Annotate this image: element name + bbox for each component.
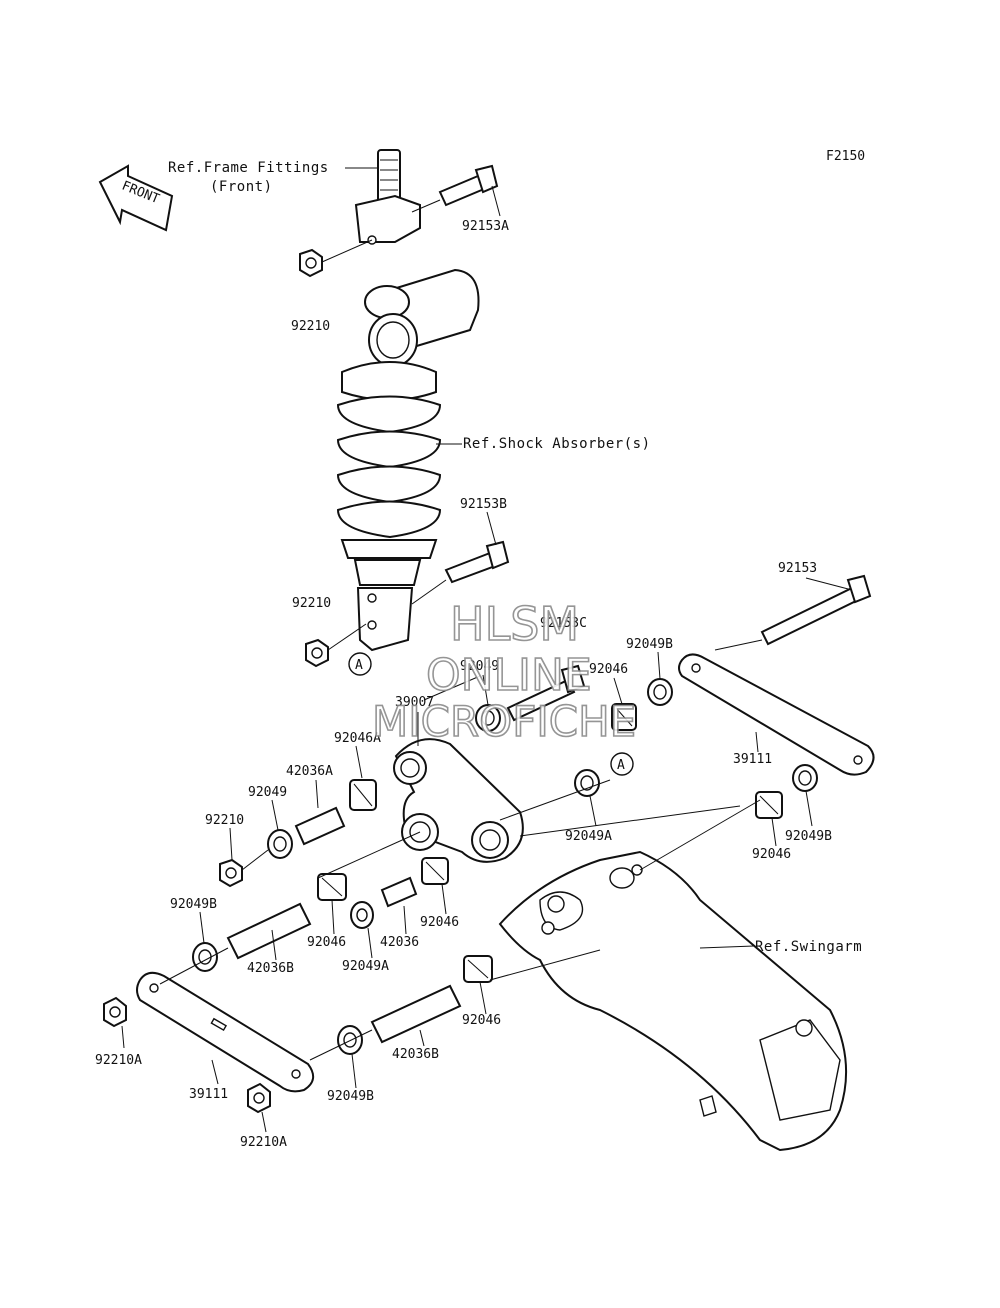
washer-92049b-right bbox=[792, 764, 818, 792]
ref-shock-absorber: Ref.Shock Absorber(s) bbox=[463, 436, 651, 452]
washer-92049b-lower bbox=[337, 1025, 363, 1055]
figure-code: F2150 bbox=[826, 149, 865, 164]
svg-text:A: A bbox=[617, 758, 625, 773]
part-labels: 92153A 92210 92153B 92210 92153 92153C 9… bbox=[95, 219, 832, 1150]
nut-92210-upper bbox=[299, 248, 323, 278]
label-92049-upper: 92049 bbox=[460, 659, 499, 674]
bearing-92046-right bbox=[755, 791, 783, 819]
label-92153: 92153 bbox=[778, 561, 817, 576]
watermark-line-3: MICROFICHE bbox=[372, 697, 636, 746]
label-92153c: 92153C bbox=[540, 616, 587, 631]
label-42036a: 42036A bbox=[286, 764, 333, 779]
bearing-92046-upper bbox=[611, 703, 637, 731]
nut-92210-lower bbox=[305, 638, 329, 668]
washer-92049b-upper bbox=[647, 678, 673, 706]
label-92049-left: 92049 bbox=[248, 785, 287, 800]
bolt-92153a bbox=[438, 164, 499, 207]
callout-a-left: A bbox=[348, 652, 372, 676]
callout-a-right: A bbox=[610, 752, 634, 776]
label-92210a-left: 92210A bbox=[95, 1053, 142, 1068]
label-92153b: 92153B bbox=[460, 497, 507, 512]
nut-92210a-left bbox=[103, 996, 127, 1028]
label-92049b-upper: 92049B bbox=[626, 637, 673, 652]
ref-frame-fittings-front: (Front) bbox=[210, 179, 273, 195]
label-92153a: 92153A bbox=[462, 219, 509, 234]
svg-text:A: A bbox=[355, 658, 363, 673]
front-arrow-icon: FRONT bbox=[98, 164, 174, 232]
label-92210-upper: 92210 bbox=[291, 319, 330, 334]
label-92046-left: 92046 bbox=[307, 935, 346, 950]
label-92049b-right: 92049B bbox=[785, 829, 832, 844]
ref-frame-fittings: Ref.Frame Fittings bbox=[168, 160, 329, 176]
label-92210a-bottom: 92210A bbox=[240, 1135, 287, 1150]
label-92049b-lower: 92049B bbox=[327, 1089, 374, 1104]
tie-rod-39111-lower bbox=[136, 971, 315, 1093]
washer-92049-left bbox=[267, 829, 293, 859]
label-42036: 42036 bbox=[380, 935, 419, 950]
tie-rod-39111-upper bbox=[678, 653, 875, 776]
bearing-92046-lower bbox=[463, 955, 493, 983]
washer-92049b-left bbox=[192, 942, 218, 972]
watermark-line-2: ONLINE bbox=[426, 650, 592, 701]
bolt-92153b bbox=[444, 540, 510, 584]
collar-42036 bbox=[380, 876, 418, 908]
label-92210-lower: 92210 bbox=[292, 596, 331, 611]
label-92046-upper: 92046 bbox=[589, 662, 628, 677]
watermark-line-1: HLSM bbox=[450, 597, 579, 651]
bearing-92046-middle bbox=[421, 857, 449, 885]
bearing-92046-left bbox=[317, 873, 347, 901]
frame-fitting-bracket bbox=[354, 149, 421, 245]
collar-42036a bbox=[294, 806, 346, 846]
label-92046-right: 92046 bbox=[752, 847, 791, 862]
label-39111-lower: 39111 bbox=[189, 1087, 228, 1102]
collar-42036b-upper bbox=[226, 902, 312, 960]
washer-92049a-lower bbox=[350, 901, 374, 929]
sleeve-92046a bbox=[349, 779, 377, 811]
label-92210-middle: 92210 bbox=[205, 813, 244, 828]
shock-absorber bbox=[336, 268, 480, 652]
label-92046-lower: 92046 bbox=[462, 1013, 501, 1028]
collar-42036b-lower bbox=[370, 984, 462, 1044]
washer-92049-upper bbox=[475, 704, 501, 732]
watermark: HLSM ONLINE MICROFICHE bbox=[371, 596, 637, 747]
washer-92049a-upper bbox=[574, 769, 600, 797]
rocker-arm-39007 bbox=[393, 738, 524, 863]
bolt-92153c bbox=[506, 664, 586, 722]
label-39007: 39007 bbox=[395, 695, 434, 710]
label-92049a-upper: 92049A bbox=[565, 829, 612, 844]
bolt-92153 bbox=[760, 574, 872, 646]
label-92046a: 92046A bbox=[334, 731, 381, 746]
nut-92210a-bottom bbox=[247, 1082, 271, 1114]
label-42036b-upper: 42036B bbox=[247, 961, 294, 976]
ref-swingarm: Ref.Swingarm bbox=[755, 939, 862, 955]
swingarm bbox=[498, 850, 848, 1152]
label-92049a-lower: 92049A bbox=[342, 959, 389, 974]
label-92049b-left: 92049B bbox=[170, 897, 217, 912]
label-92046-middle: 92046 bbox=[420, 915, 459, 930]
label-39111-upper: 39111 bbox=[733, 752, 772, 767]
label-42036b-lower: 42036B bbox=[392, 1047, 439, 1062]
nut-92210-middle bbox=[219, 858, 243, 888]
